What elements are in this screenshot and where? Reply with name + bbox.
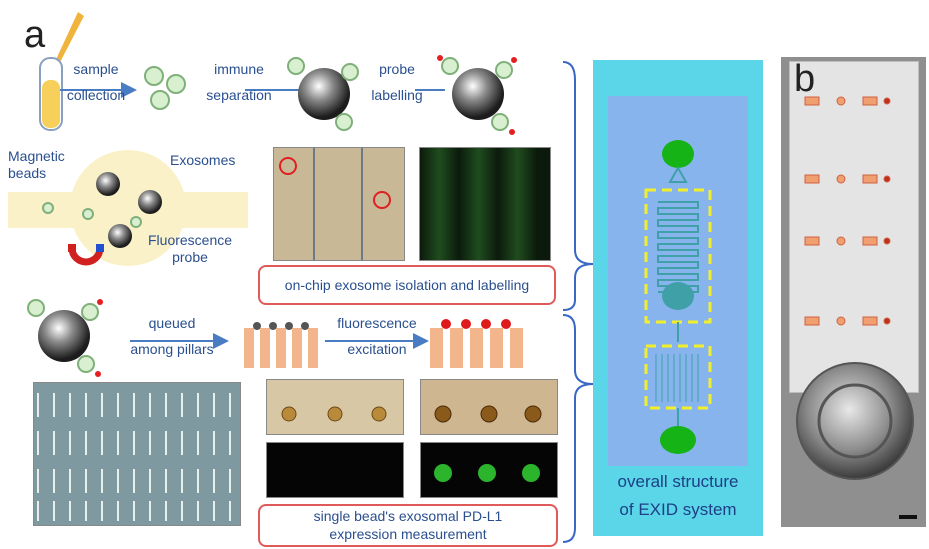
fluorescence-isolation-micrograph xyxy=(419,147,551,261)
flow-label-line: immune xyxy=(214,61,264,77)
scale-bar xyxy=(899,515,917,519)
bead-probe-labelled-icon xyxy=(437,55,517,135)
pillar-array-before-excitation xyxy=(244,322,318,368)
measurement-caption-line: expression measurement xyxy=(329,526,487,542)
fluorescence-probe-label: Fluorescence probe xyxy=(148,232,232,266)
chip-overview-panel: overall structure of EXID system xyxy=(593,60,763,536)
flow-step-sample-collection: sample collection xyxy=(55,58,137,106)
chip-photo-panel xyxy=(781,57,926,527)
pillar-array-micrograph xyxy=(33,382,241,526)
chip-overview-caption: overall structure of EXID system xyxy=(593,468,763,524)
coin-photo xyxy=(796,362,914,480)
flow-step-queued-among-pillars: queued among pillars xyxy=(112,312,232,360)
bead-probe-labelled-icon-2 xyxy=(27,299,103,377)
flow-label-line: among pillars xyxy=(130,341,214,357)
flow-label-line: excitation xyxy=(347,341,407,357)
chip-caption-line: overall structure xyxy=(617,472,739,491)
chip-caption-line: of EXID system xyxy=(619,500,737,519)
callout-line: Magnetic xyxy=(8,148,65,164)
flow-label-line: queued xyxy=(148,315,196,331)
callout-line: Fluorescence xyxy=(148,232,233,248)
flow-label-line: fluorescence xyxy=(337,315,417,331)
bead-trap-dark-micrograph xyxy=(266,442,404,498)
brightfield-isolation-micrograph xyxy=(273,147,405,261)
pillar-array-after-excitation xyxy=(430,319,523,368)
pillar-rows xyxy=(37,393,231,521)
bead-trap-brightfield-micrograph-2 xyxy=(420,379,558,435)
pillar-flow-arrows xyxy=(130,333,429,349)
flow-step-fluorescence-excitation: fluorescence excitation xyxy=(322,312,432,360)
bead-exosome-complex-icon xyxy=(287,57,359,131)
fluorescent-beads xyxy=(434,464,540,482)
panel-b-letter: b xyxy=(794,58,816,100)
flow-label-line: sample xyxy=(73,61,119,77)
bead-trap-fluorescence-micrograph xyxy=(420,442,558,498)
flow-step-probe-labelling: probe labelling xyxy=(362,58,432,106)
isolation-caption-box: on-chip exosome isolation and labelling xyxy=(258,265,556,305)
flow-label-line: labelling xyxy=(371,87,423,103)
magnetic-beads-label: Magnetic beads xyxy=(8,148,65,182)
chip-channel-layout xyxy=(644,140,712,454)
trapped-beads xyxy=(281,406,387,422)
capture-chamber-illustration xyxy=(8,150,248,266)
trapped-beads xyxy=(434,405,542,423)
exosome-cluster-icon xyxy=(144,66,186,110)
measurement-caption-box: single bead's exosomal PD-L1 expression … xyxy=(258,504,558,547)
exosomes-label: Exosomes xyxy=(170,152,236,168)
callout-line: probe xyxy=(172,249,208,265)
flow-label-line: probe xyxy=(379,61,415,77)
sample-tube-illustration xyxy=(39,12,84,131)
isolation-caption-text: on-chip exosome isolation and labelling xyxy=(284,277,530,293)
micrograph-channel-lines xyxy=(279,148,391,260)
glass-slide xyxy=(789,61,919,393)
chip-units-photo xyxy=(804,96,891,326)
bead-trap-brightfield-micrograph xyxy=(266,379,404,435)
flow-step-immune-separation: immune separation xyxy=(196,58,282,106)
callout-line: beads xyxy=(8,165,47,181)
flow-label-line: separation xyxy=(206,87,272,103)
flow-label-line: collection xyxy=(66,87,126,103)
measurement-caption-line: single bead's exosomal PD-L1 xyxy=(313,508,503,524)
panel-a-letter: a xyxy=(24,14,46,56)
